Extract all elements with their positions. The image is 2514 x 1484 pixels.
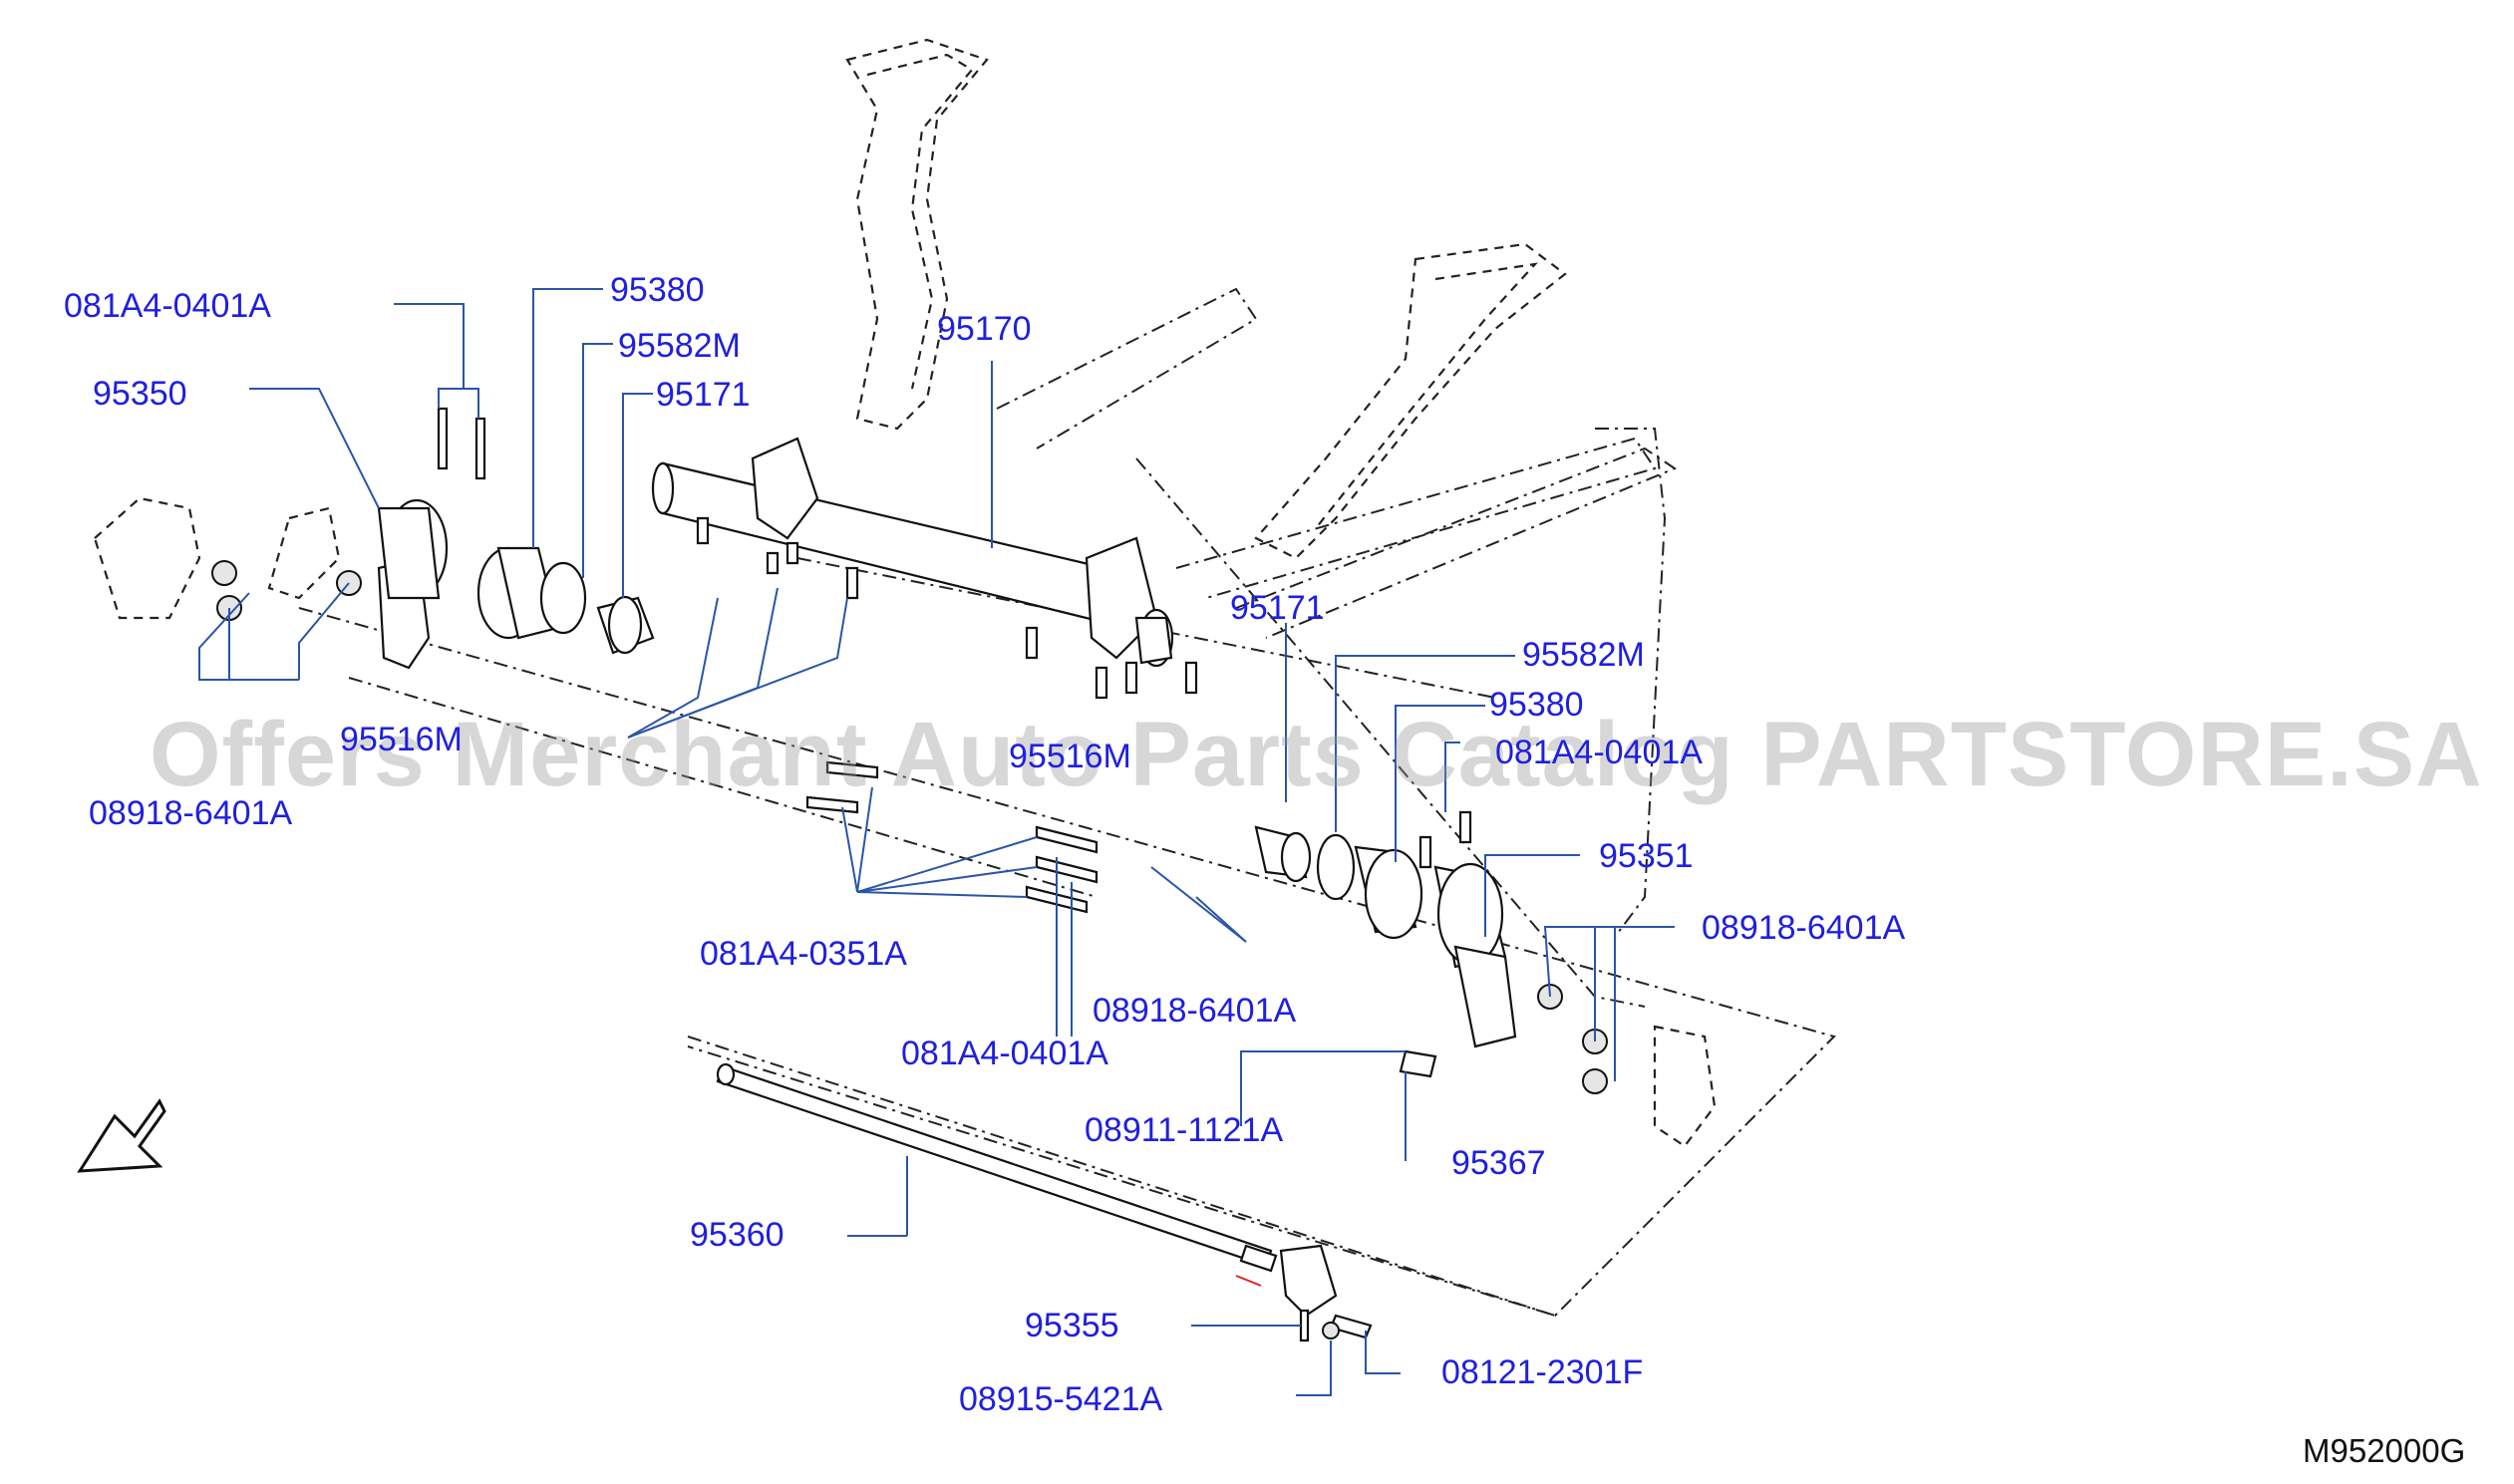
callout-08121-2301f: 08121-2301F <box>1441 1353 1644 1391</box>
frame-rails <box>298 38 1836 1318</box>
callout-95582m-right: 95582M <box>1522 636 1645 674</box>
callout-08918-6401a-left: 08918-6401A <box>89 794 293 832</box>
callout-081a4-0401a-top-left: 081A4-0401A <box>64 287 271 325</box>
callout-95360: 95360 <box>690 1216 785 1254</box>
callout-95380-right: 95380 <box>1489 686 1584 724</box>
right-bushings <box>1254 825 1717 1148</box>
callout-08918-6401a-right: 08918-6401A <box>1702 909 1906 947</box>
callout-08911-1121a: 08911-1121A <box>1085 1111 1284 1149</box>
callout-08918-6401a-center: 08918-6401A <box>1093 992 1297 1030</box>
callout-95351: 95351 <box>1599 837 1694 875</box>
callout-95367: 95367 <box>1451 1144 1546 1182</box>
callout-95170: 95170 <box>937 310 1032 348</box>
callout-081a4-0351a: 081A4-0351A <box>700 935 907 973</box>
watermark: Offers Merchant Auto Parts Catalog PARTS… <box>150 704 2483 805</box>
callout-95516m-left: 95516M <box>340 721 463 758</box>
callout-95582m-left: 95582M <box>618 327 741 365</box>
callout-95516m-center: 95516M <box>1009 738 1131 775</box>
stabilizer-bar <box>651 437 1174 668</box>
callout-95380-left: 95380 <box>610 271 705 309</box>
connecting-rod <box>716 1062 1340 1342</box>
front-direction-arrow-icon <box>77 1098 166 1173</box>
callout-081a4-0401a-right: 081A4-0401A <box>1495 734 1703 771</box>
left-bracket-assembly <box>93 496 449 670</box>
callout-081a4-0401a-bottom: 081A4-0401A <box>901 1035 1108 1072</box>
diagram-id: M952000G <box>2303 1432 2466 1469</box>
callout-95355: 95355 <box>1025 1307 1119 1344</box>
callout-95171-right: 95171 <box>1230 589 1325 627</box>
leader-lines <box>198 288 1675 1396</box>
callout-95171-left: 95171 <box>656 376 751 414</box>
callout-08915-5421a: 08915-5421A <box>959 1380 1163 1418</box>
bolts <box>437 407 1472 1339</box>
callout-95350: 95350 <box>93 375 187 413</box>
left-bushings <box>476 546 655 655</box>
